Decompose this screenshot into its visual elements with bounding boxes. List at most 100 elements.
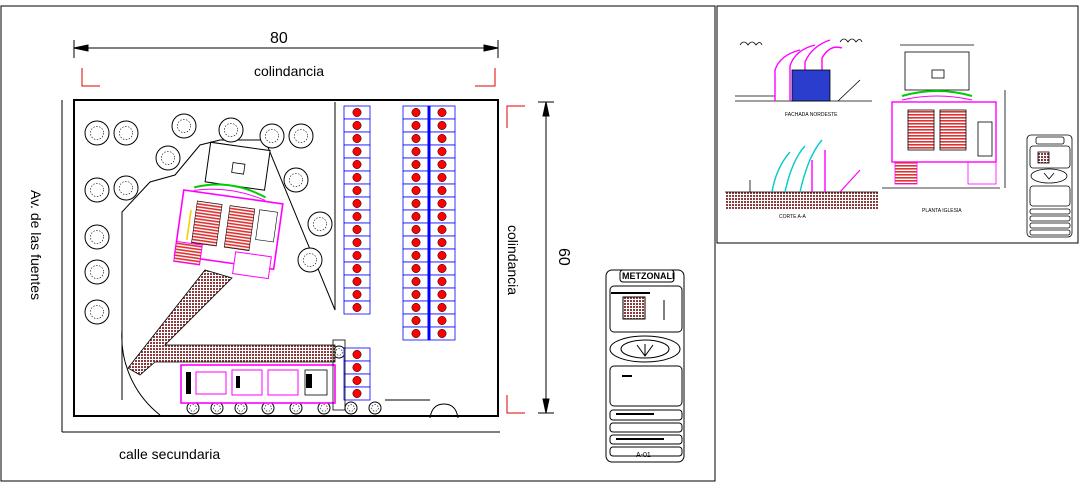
parking-stall [343,248,371,263]
parking-stall [428,261,456,276]
parking-stall [343,170,371,185]
parking-stall [343,386,371,401]
parking-stall [343,222,371,237]
church-plan-detail [882,44,1006,189]
parking-stall [343,209,371,224]
tree-symbol [84,224,110,250]
tree-symbol [84,259,110,285]
tree-symbol [218,117,244,143]
tree-symbol [113,175,139,201]
width-dimension-label: 80 [270,30,288,47]
parking-stall [428,300,456,315]
tree-symbol [283,167,309,193]
parking-stall [428,326,456,341]
south-street-label: calle secundaria [119,446,221,462]
parking-stall [402,118,430,133]
parking-stall [428,235,456,250]
tree-symbol [307,211,333,237]
parking-stall [343,347,371,362]
detail-sheet-border [716,5,1079,244]
parking-stall [343,261,371,276]
tree-symbol [113,120,139,146]
facade-drawing [735,38,872,102]
church-plan-label: PLANTA IGLESIA [922,208,962,214]
tree-symbol [84,120,110,146]
tree-symbol [84,177,110,203]
east-boundary-label: colindancia [505,225,521,296]
parking-stall [402,261,430,276]
tree-symbol [210,401,224,415]
west-street-label: Av. de las fuentes [28,190,44,300]
tree-symbol [288,123,314,149]
tree-symbol [297,247,323,273]
north-boundary-label: colindancia [254,63,325,79]
tree-symbol [234,401,248,415]
parking-stall [343,131,371,146]
parking-stall [343,235,371,250]
parking-stall [428,274,456,289]
parking-stall [428,287,456,302]
tree-group [84,113,382,415]
parking-stall [343,300,371,315]
parking-stall [343,157,371,172]
section-label: CORTE A-A [779,214,806,220]
parking-stall [428,144,456,159]
parking-stall [428,170,456,185]
parking-stall [402,235,430,250]
tree-symbol [261,401,275,415]
parking-stall [402,248,430,263]
parking-stall [402,170,430,185]
parking-stall [402,274,430,289]
walkways [127,269,336,376]
parking-stall [343,274,371,289]
parking-stall [402,313,430,328]
parking-stall [428,313,456,328]
parking-stall [343,144,371,159]
parking-stall [343,196,371,211]
parking-stall [402,326,430,341]
tree-symbol [368,401,382,415]
parking-stall [343,105,371,120]
detail-title-block [1026,134,1073,238]
parking-stall [428,222,456,237]
parking-stall [428,248,456,263]
plaza-arc [121,329,161,416]
parking-stall [428,118,456,133]
parking-stall [343,287,371,302]
title-block [605,269,685,463]
site-boundary [73,99,499,417]
tree-symbol [171,113,197,139]
parking-stall [343,373,371,388]
tree-symbol [84,299,110,325]
entrance-gates [385,399,459,419]
width-dimension [73,40,499,58]
parking-stall [402,157,430,172]
height-dimension [538,101,554,414]
parking-stall [402,287,430,302]
church-plan [173,141,284,280]
parking-stall [343,118,371,133]
title-block-brand: METZONALI [622,271,675,281]
service-building [180,339,346,411]
corner-marks [81,68,525,414]
tree-symbol [344,401,358,415]
tree-symbol [259,123,285,149]
parking-stall [428,131,456,146]
parking-stall [343,360,371,375]
facade-label: FACHADA NORDESTE [785,112,838,118]
parking-stall [402,144,430,159]
main-sheet-border [0,5,716,482]
parking-stall [343,183,371,198]
parking-stall [428,209,456,224]
parking-stall [402,105,430,120]
parking-stall [402,300,430,315]
section-drawing [725,139,878,210]
parking-stall [402,183,430,198]
parking-stall [428,183,456,198]
height-dimension-label: 60 [555,248,572,266]
parking-stall [402,131,430,146]
parking-stall [428,196,456,211]
title-block-sheet-number: A-01 [636,452,651,459]
parking-stall [428,157,456,172]
